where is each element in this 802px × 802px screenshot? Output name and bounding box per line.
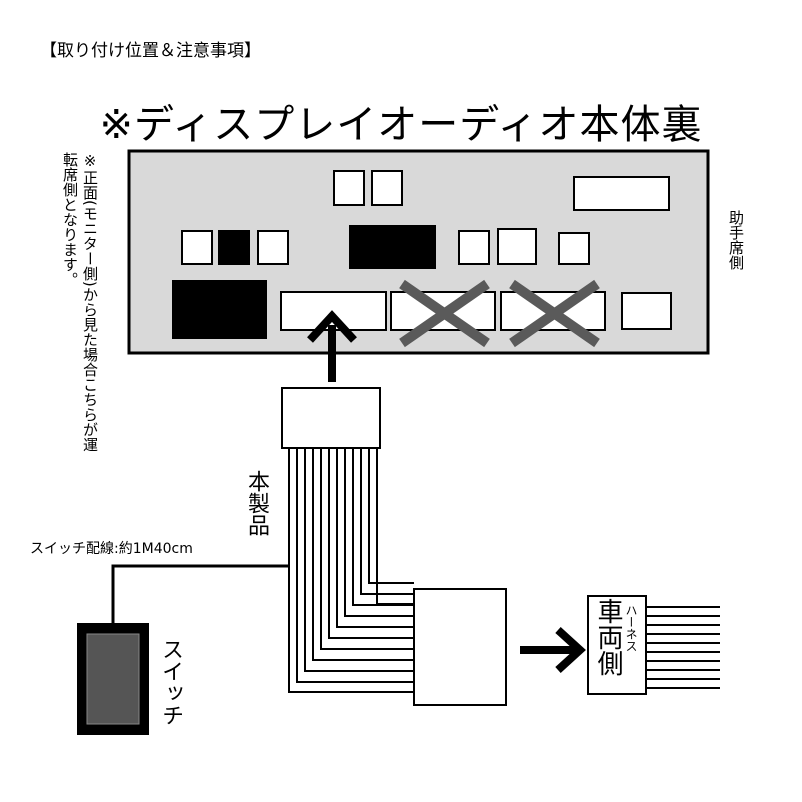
- driver-side-note: ※正面(モニター側)から見た場合こちらが運転席側となります。: [61, 152, 99, 452]
- port-small-3: [181, 230, 213, 265]
- port-small-8: [621, 292, 672, 330]
- port-black-large: [172, 280, 267, 339]
- switch-wire-label: スイッチ配線:約1M40cm: [30, 541, 193, 557]
- page-title: ※ディスプレイオーディオ本体裏: [99, 102, 703, 148]
- target-connector: [280, 291, 387, 331]
- do-not-use-cross-2: [509, 279, 600, 348]
- product-label: 本製品: [244, 470, 269, 536]
- heading: 【取り付け位置＆注意事項】: [40, 41, 261, 61]
- port-small-5: [458, 230, 490, 265]
- switch-label: スイッチ: [158, 638, 183, 726]
- vehicle-harness-connector: [587, 595, 647, 695]
- port-wide-top: [573, 176, 670, 211]
- port-small-4: [257, 230, 289, 265]
- vehicle-harness-wires: [646, 606, 720, 689]
- switch-face: [86, 633, 140, 725]
- converter-box: [413, 588, 507, 706]
- port-small-7: [558, 232, 590, 265]
- port-small-2: [371, 170, 403, 206]
- product-connector: [281, 387, 381, 449]
- port-small-6: [497, 228, 537, 265]
- port-small-1: [333, 170, 365, 206]
- product-wires: [288, 448, 414, 693]
- harness-main-label: 車両側: [593, 598, 623, 676]
- port-black-mid: [349, 225, 436, 269]
- port-black-small: [218, 230, 250, 265]
- passenger-side-label: 助手席側: [727, 210, 745, 270]
- harness-sub-label: ハーネス: [624, 604, 638, 652]
- right-arrow-icon: [520, 627, 586, 673]
- do-not-use-cross-1: [399, 279, 490, 348]
- up-arrow-icon: [307, 310, 357, 382]
- switch-wire: [111, 564, 289, 624]
